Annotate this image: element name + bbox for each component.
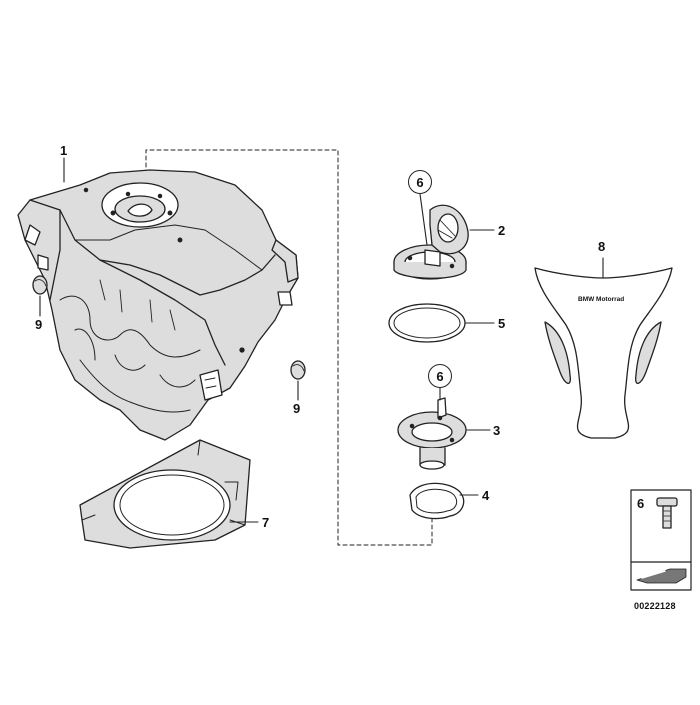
fuel-tank [17,169,299,441]
callout-screw-mid: 6 [428,364,452,388]
tank-pad [534,267,673,439]
tank-pad-brand-text: BMW Motorrad [578,296,625,303]
callout-tank: 1 [60,143,68,158]
legend-screw-number: 6 [637,496,645,511]
rubber-plug-left [32,275,48,295]
tank-cover [79,439,251,549]
callout-filler-ring: 3 [493,423,501,438]
gasket-ring [388,303,466,343]
callout-plug-left: 9 [35,317,43,332]
callout-filler-cap: 2 [498,223,506,238]
document-number: 00222128 [634,601,676,611]
callout-flange-seal: 4 [482,488,490,503]
assembly-leader-dashed [145,149,433,546]
flange-seal [409,482,465,520]
callout-tank-pad: 8 [598,239,606,254]
legend-box [630,489,692,591]
callout-cover: 7 [262,515,270,530]
callout-screw-top: 6 [408,170,432,194]
filler-cap [393,204,469,280]
callout-gasket: 5 [498,316,506,331]
leader-cap-screw [419,193,428,246]
rubber-plug-right [290,360,306,380]
filler-ring [397,397,467,470]
callout-plug-right: 9 [293,401,301,416]
